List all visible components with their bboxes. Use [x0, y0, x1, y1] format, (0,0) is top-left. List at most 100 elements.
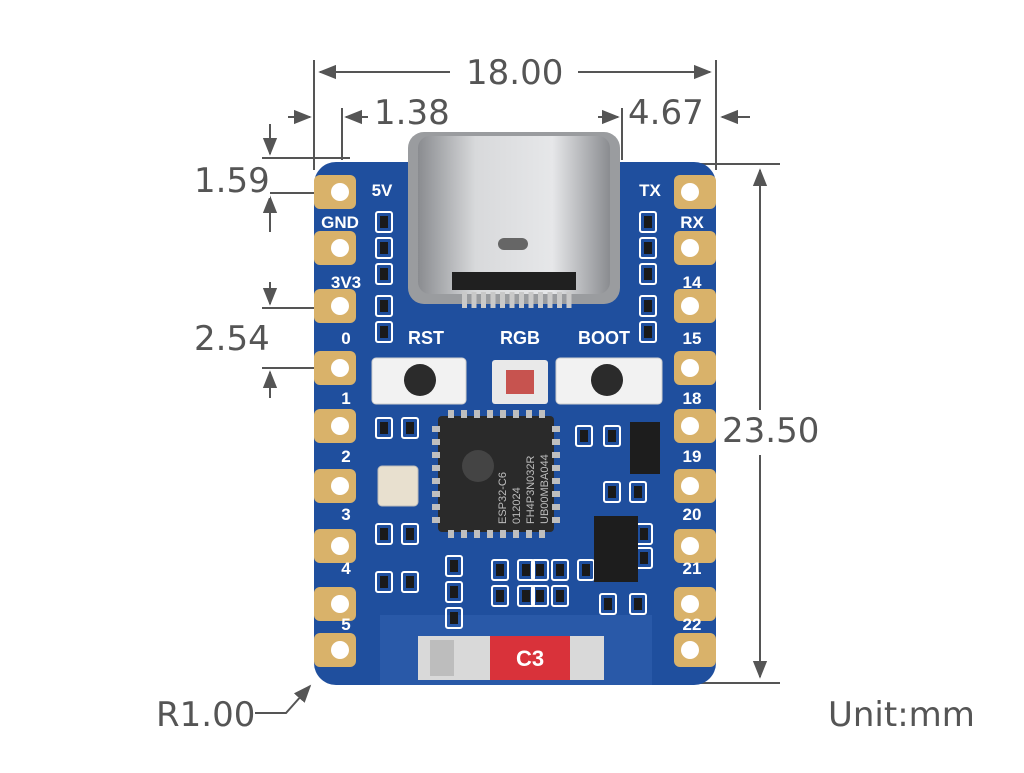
pin-hole [331, 239, 349, 257]
pin-hole [331, 359, 349, 377]
left-pin-label: 5 [341, 615, 350, 634]
passive-component [375, 417, 393, 439]
pin-hole [681, 183, 699, 201]
boot-button-cap [591, 364, 623, 396]
passive-component [603, 481, 621, 503]
left-pin-label: 1 [341, 389, 350, 408]
left-offset-dimension: 1.38 [374, 93, 450, 133]
passive-component [599, 593, 617, 615]
boot-label: BOOT [578, 328, 630, 348]
passive-component [575, 425, 593, 447]
passive-component [445, 555, 463, 577]
passive-component [603, 425, 621, 447]
antenna-label: C3 [516, 646, 544, 671]
crystal-oscillator [377, 465, 419, 507]
passive-component [629, 481, 647, 503]
left-pin-label: 3V3 [331, 273, 361, 292]
width-dimension: 18.00 [466, 53, 564, 93]
right-pin-label: 19 [683, 447, 702, 466]
pin-header [314, 175, 716, 667]
right-offset-dimension: 4.67 [628, 93, 704, 133]
pin-hole [681, 595, 699, 613]
passive-component [517, 585, 535, 607]
passive-component [639, 263, 657, 285]
left-pin-label: 2 [341, 447, 350, 466]
voltage-regulator [594, 422, 660, 582]
passive-component [551, 559, 569, 581]
pin-pitch-dimension: 2.54 [194, 319, 270, 359]
passive-component [639, 321, 657, 343]
passive-component [639, 295, 657, 317]
right-pin-label: 14 [683, 273, 702, 292]
pin-hole [681, 359, 699, 377]
chip-text-line: FH4P3N032R [525, 455, 537, 524]
unit-label: Unit:mm [828, 695, 975, 735]
pin-hole [331, 641, 349, 659]
pin-hole [681, 537, 699, 555]
pin-hole [331, 477, 349, 495]
esp32-c6-chip [432, 410, 560, 538]
passive-component [445, 581, 463, 603]
left-pin-label: 0 [341, 329, 350, 348]
chip-antenna [418, 636, 604, 680]
pin-hole [681, 641, 699, 659]
passive-component [375, 523, 393, 545]
passive-component [491, 559, 509, 581]
left-pin-label: GND [321, 213, 359, 232]
right-pin-label: RX [680, 213, 704, 232]
pin-hole [331, 595, 349, 613]
right-pin-label: 15 [683, 329, 702, 348]
passive-component [445, 607, 463, 629]
passive-component [375, 263, 393, 285]
passive-component [531, 559, 549, 581]
reset-button-cap [404, 364, 436, 396]
board-controls [371, 357, 663, 405]
pin-hole [331, 183, 349, 201]
pin-hole [331, 417, 349, 435]
dimension-lines [254, 60, 780, 714]
passive-component [517, 559, 535, 581]
passive-component [375, 237, 393, 259]
chip-text-line: UB00MBA044 [539, 454, 551, 524]
pin-hole [331, 537, 349, 555]
right-pin-label: 18 [683, 389, 702, 408]
passive-component [551, 585, 569, 607]
passive-component [375, 321, 393, 343]
right-pin-label: 22 [683, 615, 702, 634]
pin-hole [681, 417, 699, 435]
pin-hole [681, 297, 699, 315]
passive-component [375, 295, 393, 317]
chip-text-line: 012024 [511, 487, 523, 524]
passive-component [629, 593, 647, 615]
passive-component [375, 211, 393, 233]
passive-component [491, 585, 509, 607]
chip-text-line: ESP32-C6 [497, 472, 509, 524]
left-pin-label: 4 [341, 559, 351, 578]
passive-component [639, 237, 657, 259]
right-pin-label: 20 [683, 505, 702, 524]
pin-hole [681, 239, 699, 257]
rst-label: RST [408, 328, 444, 348]
left-pin-label: 5V [372, 181, 393, 200]
rgb-label: RGB [500, 328, 540, 348]
pin-hole [331, 297, 349, 315]
left-pin-label: 3 [341, 505, 350, 524]
right-pin-label: TX [639, 181, 661, 200]
corner-radius-dimension: R1.00 [156, 695, 256, 735]
usb-c-connector [408, 132, 620, 308]
passive-component [639, 211, 657, 233]
height-dimension: 23.50 [722, 411, 820, 451]
passive-component [401, 417, 419, 439]
silkscreen-labels: 5V GND 3V3 0 1 2 3 4 5 TX RX 14 15 18 19 20 21 22 [321, 181, 704, 634]
passive-component [401, 523, 419, 545]
radius-leader [254, 684, 312, 714]
passive-component [375, 571, 393, 593]
passive-component [531, 585, 549, 607]
top-margin-dimension: 1.59 [194, 161, 270, 201]
right-pin-label: 21 [683, 559, 702, 578]
passive-component [401, 571, 419, 593]
pin-hole [681, 477, 699, 495]
